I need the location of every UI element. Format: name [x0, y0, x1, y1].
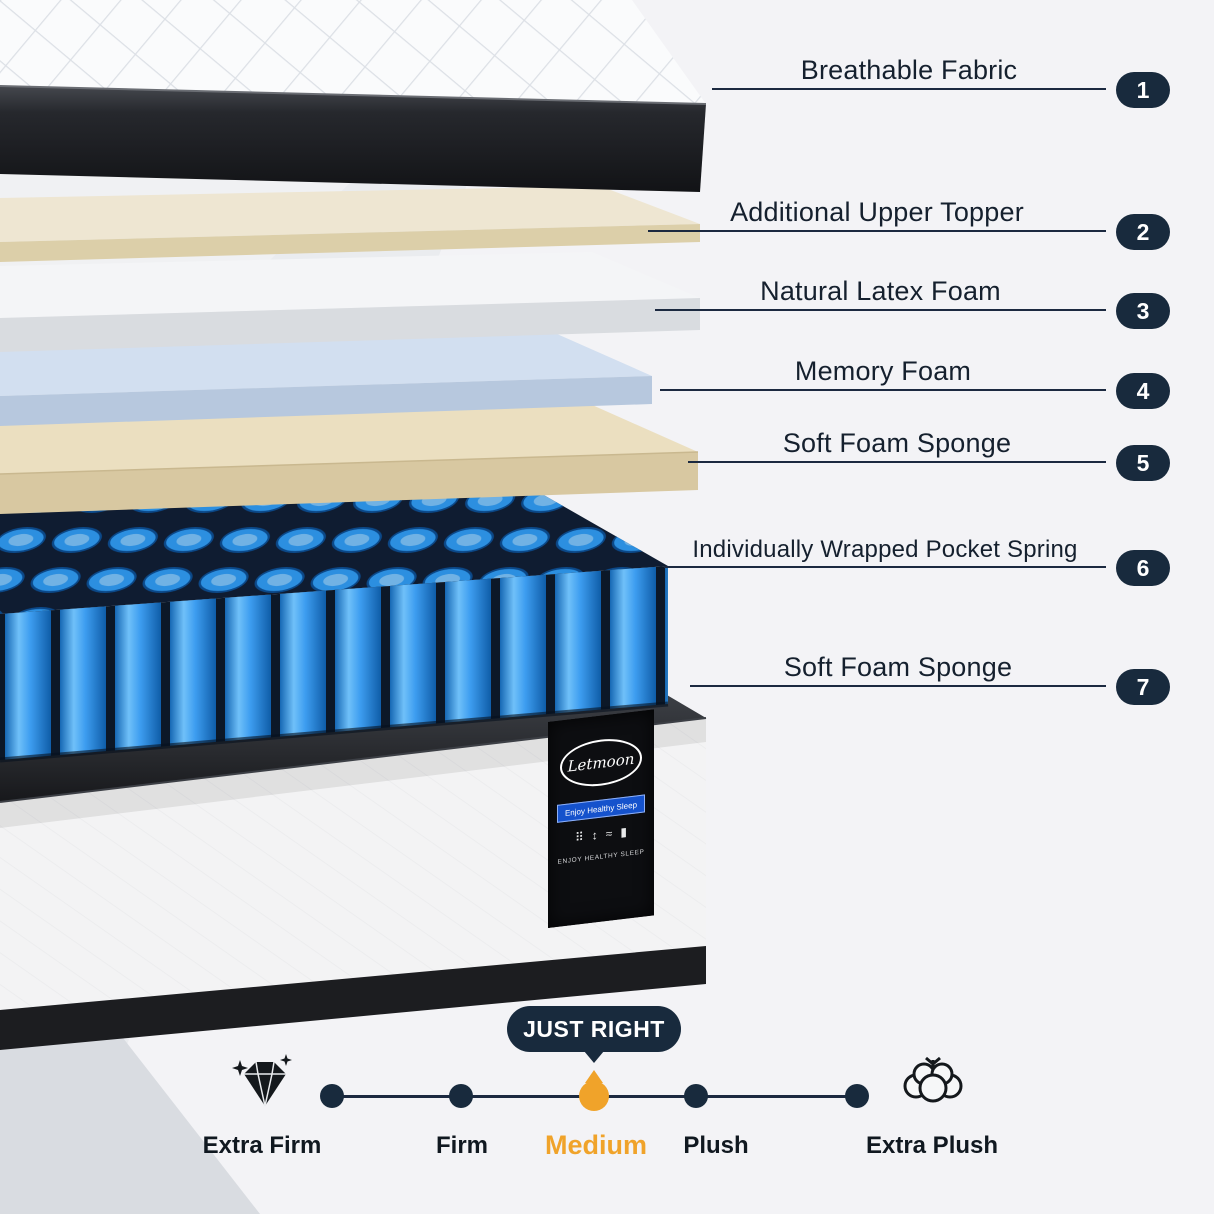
brand-label: Letmoon Enjoy Healthy Sleep ⠿ ↕ ≈ ▮ ENJO… — [548, 709, 654, 928]
layer-soft-foam-lower — [0, 404, 699, 514]
cotton-icon — [903, 1056, 963, 1103]
callout-number-badge: 7 — [1116, 669, 1170, 705]
callout-number-badge: 4 — [1116, 373, 1170, 409]
callout-number-badge: 3 — [1116, 293, 1170, 329]
brand-logo-text: Letmoon — [567, 749, 635, 776]
callout-line — [688, 461, 1106, 463]
firmness-option-extra-plush: Extra Plush — [865, 1132, 999, 1159]
callout-line — [648, 230, 1106, 232]
callout-number-badge: 5 — [1116, 445, 1170, 481]
firmness-dot-medium-selected — [579, 1081, 609, 1111]
callout-number-badge: 1 — [1116, 72, 1170, 108]
callout-label: Soft Foam Sponge — [782, 428, 1012, 458]
firmness-marker-tip — [585, 1070, 603, 1083]
layer-pocket-springs — [0, 486, 669, 763]
callout-line — [690, 685, 1106, 687]
springs-icon: ⠿ — [575, 829, 584, 845]
callout-label: Soft Foam Sponge — [783, 652, 1013, 682]
callout-label: Additional Upper Topper — [730, 197, 1024, 227]
just-right-badge: JUST RIGHT — [507, 1006, 681, 1063]
callout-label: Individually Wrapped Pocket Spring — [692, 536, 1078, 563]
firmness-dot-extra-firm — [320, 1084, 344, 1108]
firmness-option-medium: Medium — [544, 1130, 648, 1160]
foam-icon: ≈ — [605, 826, 613, 842]
diamond-icon — [232, 1054, 292, 1107]
firmness-dot-plush — [684, 1084, 708, 1108]
callout-memory-foam: Memory Foam 4 — [660, 339, 1170, 409]
barcode-icon: ▮ — [620, 824, 627, 840]
layer-upper-topper — [0, 186, 700, 262]
brand-logo-oval: Letmoon — [560, 734, 642, 791]
callout-soft-foam-upper: Soft Foam Sponge 5 — [688, 411, 1170, 481]
callout-number-badge: 2 — [1116, 214, 1170, 250]
callout-line — [712, 88, 1106, 90]
callout-latex-foam: Natural Latex Foam 3 — [655, 259, 1170, 329]
callout-label: Breathable Fabric — [800, 55, 1018, 85]
layer-base-mattress — [0, 688, 707, 1050]
layer-breathable-top — [0, 0, 707, 192]
firmness-dot-extra-plush — [845, 1084, 869, 1108]
callout-upper-topper: Additional Upper Topper 2 — [648, 180, 1170, 250]
callout-label: Memory Foam — [794, 356, 972, 386]
callout-label: Natural Latex Foam — [760, 276, 1001, 306]
firmness-option-extra-firm: Extra Firm — [202, 1132, 322, 1159]
callout-line — [660, 389, 1106, 391]
callout-line — [655, 309, 1106, 311]
brand-footer-text: ENJOY HEALTHY SLEEP — [557, 848, 645, 866]
callout-line — [664, 566, 1106, 568]
callout-soft-foam-lower: Soft Foam Sponge 7 — [690, 635, 1170, 705]
callout-breathable-fabric: Breathable Fabric 1 — [712, 38, 1170, 108]
brand-tagline-bar: Enjoy Healthy Sleep — [557, 794, 645, 823]
brand-certification-icons: ⠿ ↕ ≈ ▮ — [575, 825, 627, 845]
layer-latex-foam — [0, 252, 700, 352]
firmness-option-plush: Plush — [683, 1132, 749, 1159]
height-icon: ↕ — [591, 828, 598, 843]
callout-number-badge: 6 — [1116, 550, 1170, 586]
firmness-option-firm: Firm — [435, 1132, 489, 1159]
callout-pocket-spring: Individually Wrapped Pocket Spring 6 — [664, 516, 1170, 586]
firmness-dot-firm — [449, 1084, 473, 1108]
